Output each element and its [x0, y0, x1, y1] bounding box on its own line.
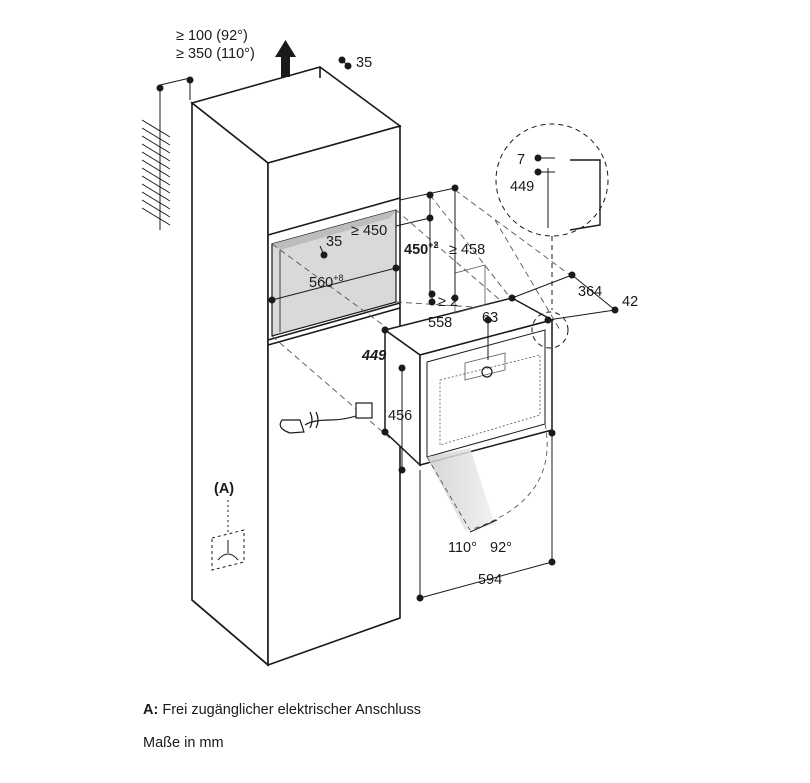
label-detail-449: 449	[510, 179, 534, 195]
label-top-clearance-1: ≥ 100 (92°)	[176, 28, 248, 44]
appliance-body	[383, 297, 555, 467]
label-body-height-456: 456	[388, 408, 412, 424]
label-niche-inner-depth: 35	[326, 234, 342, 250]
label-body-height-bold: 449	[361, 348, 386, 364]
label-top-depth: 35	[356, 55, 372, 71]
tall-cabinet	[190, 66, 402, 667]
label-body-width: 558	[428, 315, 452, 331]
up-arrow-icon	[275, 40, 296, 77]
wall-hatch	[141, 119, 171, 226]
connection-symbol	[211, 500, 245, 571]
label-front-42: 42	[622, 294, 638, 310]
niche-opening	[271, 209, 397, 337]
legend-units: Maße in mm	[143, 735, 224, 751]
label-niche-height-alt: ≥ 458	[449, 242, 485, 258]
dimension-dots	[156, 56, 619, 602]
label-top-clearance-2: ≥ 350 (110°)	[176, 46, 255, 62]
dimension-labels: ≥ 100 (92°) ≥ 350 (110°) 35 35 ≥ 450 450…	[176, 28, 638, 588]
detail-circle	[495, 123, 609, 349]
power-cord	[279, 402, 373, 434]
label-niche-depth-min: ≥ 450	[351, 223, 387, 239]
door-swing	[426, 423, 548, 533]
dimension-lines	[159, 59, 616, 599]
label-detail-7: 7	[517, 152, 525, 168]
label-gap-below: ≥ 2	[438, 294, 458, 310]
label-front-width: 594	[478, 572, 502, 588]
label-niche-width: 560+8	[309, 273, 343, 291]
label-connection-marker: (A)	[214, 481, 234, 497]
label-offset-63: 63	[482, 310, 498, 326]
legend-a-text: Frei zugänglicher elektrischer Anschluss	[162, 702, 422, 718]
label-niche-height: 450+2	[404, 240, 438, 258]
label-angle-110: 110°	[448, 540, 477, 556]
legend-a-key: A:	[143, 702, 159, 718]
legend-a: A: Frei zugänglicher elektrischer Anschl…	[143, 702, 421, 718]
label-angle-92: 92°	[490, 540, 512, 556]
label-depth-364: 364	[578, 284, 602, 300]
